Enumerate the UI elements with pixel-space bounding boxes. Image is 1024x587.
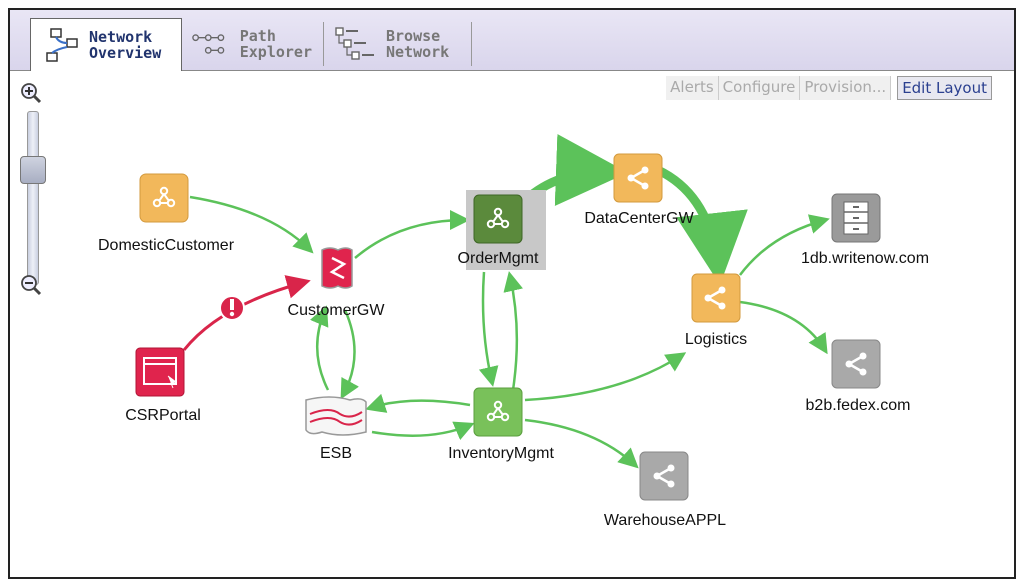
action-toolbar: Alerts Configure Provision... Edit Layou… [666, 76, 992, 100]
edge-esb-customergw [309, 305, 330, 391]
edge-logistics-1db [739, 214, 830, 276]
tab-network-overview-line2: Overview [89, 44, 162, 62]
node-inventorymgmt[interactable]: InventoryMgmt [448, 387, 554, 462]
edge-datacentergw-logistics [655, 165, 748, 285]
graph-edges [182, 134, 830, 469]
edge-inventorymgmt-esb [365, 393, 471, 413]
node-label: DataCenterGW [584, 210, 694, 227]
edge-inventorymgmt-ordermgmt [503, 271, 524, 391]
path-explorer-icon [192, 34, 225, 54]
node-logistics[interactable]: Logistics [685, 273, 747, 348]
tab-browse-network[interactable]: Browse Network [324, 18, 472, 70]
node-datacentergw[interactable]: DataCenterGW [584, 153, 695, 227]
node-domesticcustomer[interactable]: DomesticCustomer [98, 173, 235, 254]
edge-logistics-b2b [739, 300, 828, 355]
network-graph: DomesticCustomer CustomerGW CSRPortal ES… [98, 134, 929, 529]
node-label: 1db.writenow.com [801, 250, 929, 267]
tab-path-explorer-line1: Path [239, 27, 276, 45]
edge-ordermgmt-inventorymgmt [478, 271, 499, 387]
node-customergw[interactable]: CustomerGW [288, 247, 386, 319]
node-warehouseappl[interactable]: WarehouseAPPL [604, 451, 726, 529]
edge-customergw-esb [340, 309, 359, 400]
tab-path-explorer-line2: Explorer [239, 43, 312, 61]
alerts-button[interactable]: Alerts [666, 76, 719, 100]
node-label: WarehouseAPPL [604, 512, 726, 529]
tab-path-explorer[interactable]: Path Explorer [182, 18, 324, 70]
node-label: CSRPortal [125, 407, 201, 424]
zoom-slider-thumb[interactable] [20, 156, 46, 184]
edit-layout-button[interactable]: Edit Layout [897, 76, 992, 100]
node-label: b2b.fedex.com [806, 397, 911, 414]
network-overview-icon [46, 28, 78, 62]
tab-browse-network-line2: Network [386, 43, 450, 61]
tab-divider [471, 22, 472, 66]
node-label: OrderMgmt [458, 250, 539, 267]
node-esb[interactable]: ESB [305, 396, 367, 462]
provision-button[interactable]: Provision... [800, 76, 892, 100]
node-label: DomesticCustomer [98, 237, 235, 254]
tab-network-overview[interactable]: Network Overview [30, 18, 182, 71]
node-csrportal[interactable]: CSRPortal [125, 347, 201, 424]
zoom-out-icon[interactable] [20, 274, 42, 296]
node-ordermgmt[interactable]: OrderMgmt [458, 190, 546, 270]
edge-inventorymgmt-warehouse [524, 418, 639, 469]
tab-divider [323, 22, 324, 66]
configure-button[interactable]: Configure [718, 76, 801, 100]
node-1db-writenow[interactable]: 1db.writenow.com [801, 193, 929, 267]
node-label: ESB [320, 445, 352, 462]
network-overview-window: Network Overview Path Explorer [8, 8, 1016, 579]
node-label: Logistics [685, 331, 747, 348]
browse-network-icon [335, 27, 374, 60]
tab-browse-network-line1: Browse [386, 27, 441, 45]
edge-customergw-ordermgmt [354, 210, 470, 259]
node-b2b-fedex[interactable]: b2b.fedex.com [806, 339, 911, 414]
tab-bar: Network Overview Path Explorer [10, 10, 1014, 71]
node-label: CustomerGW [288, 302, 386, 319]
edge-esb-inventorymgmt [371, 421, 475, 441]
edge-domesticcustomer-customergw [189, 195, 314, 254]
tab-network-overview-line1: Network [89, 28, 153, 46]
zoom-in-icon[interactable] [20, 82, 42, 104]
edge-inventorymgmt-logistics [524, 352, 687, 402]
node-label: InventoryMgmt [448, 445, 554, 462]
alert-badge-icon[interactable] [219, 295, 245, 321]
